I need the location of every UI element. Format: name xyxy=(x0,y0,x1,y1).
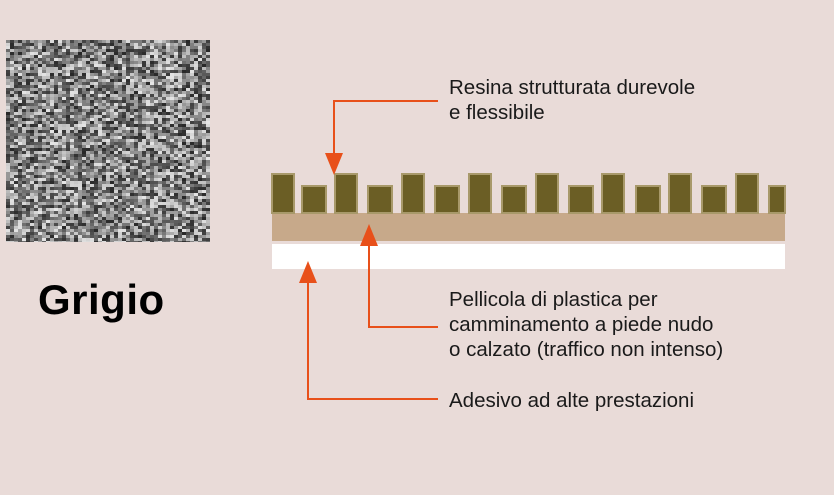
resin-layer xyxy=(272,174,785,213)
resin-block xyxy=(402,174,424,213)
adhesive-layer xyxy=(272,244,785,269)
resin-block xyxy=(272,174,294,213)
resin-block xyxy=(435,186,459,213)
resin-block xyxy=(335,174,357,213)
resin-block xyxy=(469,174,491,213)
resin-callout-line xyxy=(334,101,438,158)
film-layer xyxy=(272,213,785,241)
resin-arrowhead xyxy=(325,153,343,175)
resin-block xyxy=(636,186,660,213)
adhesive-callout-line xyxy=(308,276,438,399)
resin-block xyxy=(769,186,785,213)
resin-block xyxy=(702,186,726,213)
resin-block xyxy=(536,174,558,213)
resin-block xyxy=(602,174,624,213)
resin-block xyxy=(302,186,326,213)
resin-block xyxy=(569,186,593,213)
resin-block xyxy=(368,186,392,213)
resin-block xyxy=(669,174,691,213)
film-label: Pellicola di plastica per camminamento a… xyxy=(449,287,723,362)
adhesive-label: Adesivo ad alte prestazioni xyxy=(449,388,694,413)
resin-block xyxy=(502,186,526,213)
resin-block xyxy=(736,174,758,213)
resin-label: Resina strutturata durevole e flessibile xyxy=(449,75,695,125)
